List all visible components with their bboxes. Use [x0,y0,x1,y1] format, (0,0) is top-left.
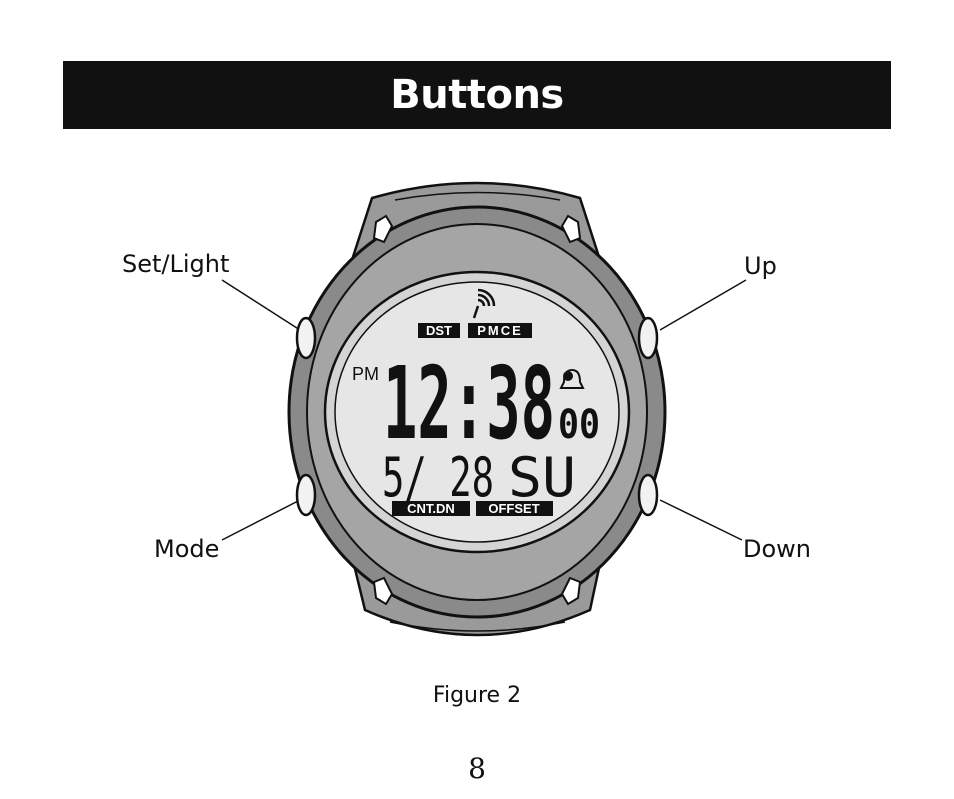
radio-signal-icon [472,288,496,319]
time-display: 12:38 [383,345,555,462]
lcd-screen [334,281,620,543]
down-callout-line [659,499,743,541]
screw-icon [372,214,394,244]
pmce-indicator-bg [468,323,532,338]
up-label: Up [744,252,777,280]
countdown-indicator-bg [392,501,470,516]
mode-label: Mode [154,535,220,563]
down-label: Down [743,535,812,563]
seconds-display: 00 [558,402,600,448]
offset-indicator-bg [476,501,553,516]
offset-indicator: OFFSET [488,501,539,516]
screw-icon [372,576,394,606]
screw-icon [560,214,582,244]
section-title-bar: Buttons [63,61,891,129]
pmce-indicator: PMCE [477,323,523,338]
set-light-button[interactable] [295,316,317,360]
figure-caption: Figure 2 [432,683,522,708]
set-light-label: Set/Light [122,250,230,278]
dst-indicator-bg [418,323,460,338]
down-button[interactable] [637,473,659,517]
page-number: 8 [468,752,486,785]
up-button[interactable] [637,316,659,360]
countdown-indicator: CNT.DN [407,501,455,516]
ampm-indicator: PM [352,364,379,384]
date-display: 5/ 28 [382,446,494,509]
alarm-bell-icon [559,368,585,389]
dst-indicator: DST [426,323,452,338]
screw-icon [560,576,582,606]
up-callout-line [659,279,747,331]
weekday-display: SU [508,446,576,509]
mode-callout-line [221,499,301,541]
mode-button[interactable] [295,473,317,517]
section-title: Buttons [390,72,564,118]
set-light-callout-line [221,279,301,331]
